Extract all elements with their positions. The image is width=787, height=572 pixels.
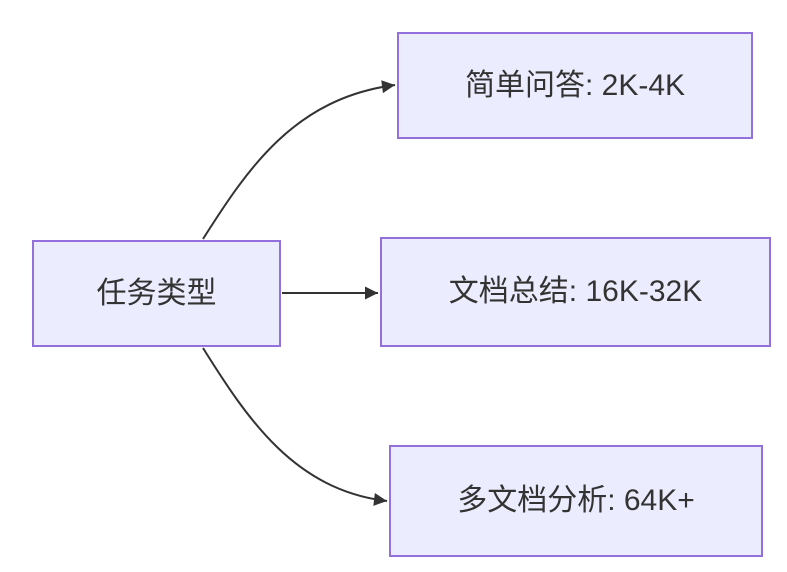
edge-task-type-to-multi-doc-analysis [202, 347, 388, 506]
node-doc-summary: 文档总结: 16K-32K [380, 237, 771, 347]
node-multi-doc-analysis-label: 多文档分析: 64K+ [457, 484, 695, 517]
node-multi-doc-analysis: 多文档分析: 64K+ [389, 445, 763, 557]
node-simple-qa-label: 简单问答: 2K-4K [464, 68, 686, 102]
node-task-type-label: 任务类型 [96, 276, 217, 310]
node-doc-summary-label: 文档总结: 16K-32K [448, 275, 703, 308]
edge-task-type-to-simple-qa [202, 80, 396, 240]
node-simple-qa: 简单问答: 2K-4K [397, 32, 753, 139]
node-task-type: 任务类型 [32, 240, 281, 347]
